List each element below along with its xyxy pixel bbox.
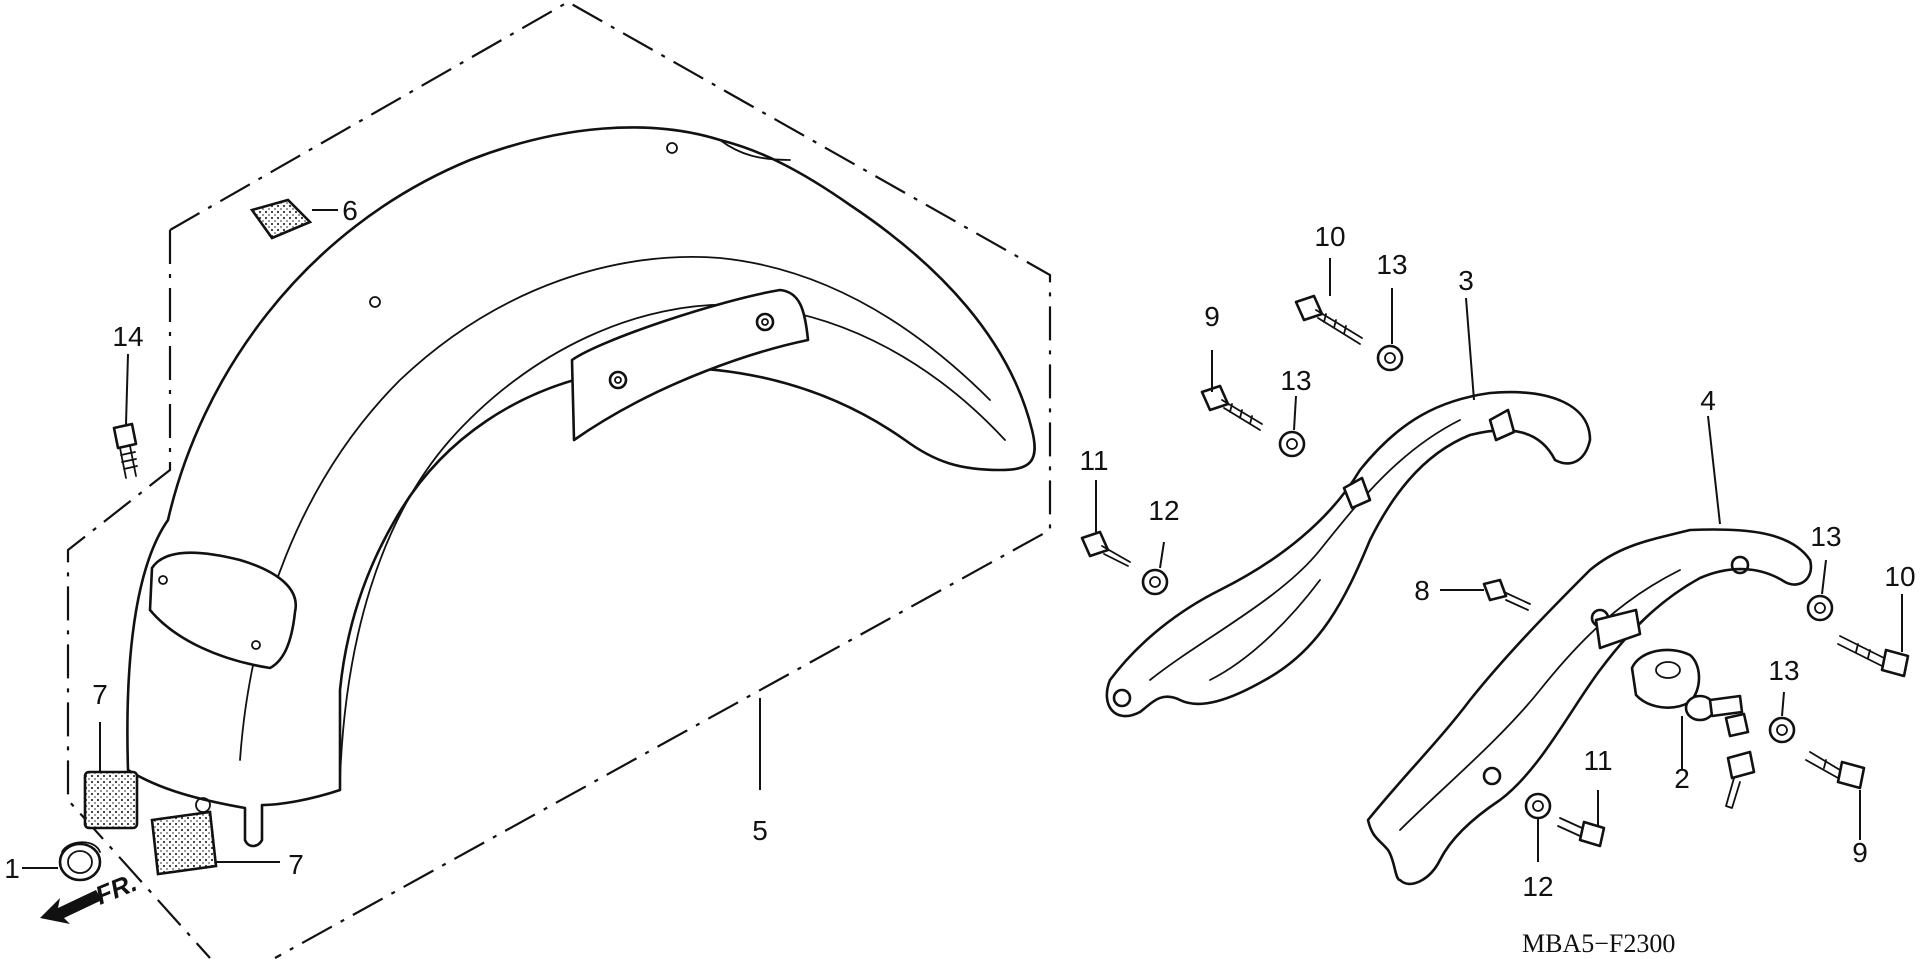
- callout-9b: 9: [1852, 837, 1868, 868]
- callout-3: 3: [1458, 265, 1474, 296]
- grommet-part-1: [58, 841, 102, 882]
- front-direction-arrow: FR.: [40, 867, 141, 924]
- callout-labels: 1 2 3 4 5 6 7 7 8 9 9 10 10 11 11 12 12 …: [4, 195, 1915, 902]
- washer-part-13b: [1278, 430, 1306, 458]
- callout-12b: 12: [1522, 871, 1553, 902]
- callout-11b: 11: [1583, 745, 1612, 776]
- bolt-part-11b: [1557, 817, 1606, 848]
- bolt-part-10a: [1294, 294, 1363, 345]
- callout-13a: 13: [1376, 249, 1407, 280]
- bolt-part-8: [1482, 578, 1531, 611]
- bolt-part-9b: [1805, 751, 1866, 790]
- reflector-part-7a: [83, 770, 139, 830]
- assembly-boundary: [66, 0, 1052, 959]
- callout-7a: 7: [92, 679, 108, 710]
- callout-12a: 12: [1148, 495, 1179, 526]
- bolt-part-9a: [1200, 384, 1263, 431]
- washer-part-12a: [1141, 568, 1169, 596]
- callout-2: 2: [1674, 763, 1690, 794]
- callout-6: 6: [342, 195, 358, 226]
- callout-4: 4: [1700, 385, 1716, 416]
- rear-fender: [126, 126, 1036, 848]
- pad-part-6: [249, 198, 313, 240]
- callout-7b: 7: [288, 849, 304, 880]
- callout-11a: 11: [1079, 445, 1108, 476]
- callout-14: 14: [112, 321, 143, 352]
- callout-8: 8: [1414, 575, 1430, 606]
- bolt-part-11a: [1080, 530, 1131, 567]
- grab-rail-part-3: [1105, 390, 1592, 718]
- reflector-part-7b: [150, 810, 218, 876]
- callout-10b: 10: [1884, 561, 1915, 592]
- callout-13c: 13: [1810, 521, 1841, 552]
- washer-part-13d: [1768, 716, 1796, 744]
- leader-lines: [22, 209, 1903, 869]
- washer-part-13c: [1806, 594, 1834, 622]
- callout-9a: 9: [1204, 301, 1220, 332]
- callout-5: 5: [752, 815, 768, 846]
- grab-rail-part-4: [1366, 528, 1813, 886]
- diagram-code-label: MBA5−F2300: [1522, 929, 1675, 958]
- lock-part-2: [1630, 648, 1756, 809]
- washer-part-12b: [1524, 792, 1552, 820]
- bolt-part-14: [112, 422, 138, 479]
- callout-10a: 10: [1314, 221, 1345, 252]
- bolt-part-10b: [1837, 635, 1910, 678]
- callout-13d: 13: [1768, 655, 1799, 686]
- callout-13b: 13: [1280, 365, 1311, 396]
- callout-1: 1: [4, 853, 20, 884]
- washer-part-13a: [1376, 344, 1404, 372]
